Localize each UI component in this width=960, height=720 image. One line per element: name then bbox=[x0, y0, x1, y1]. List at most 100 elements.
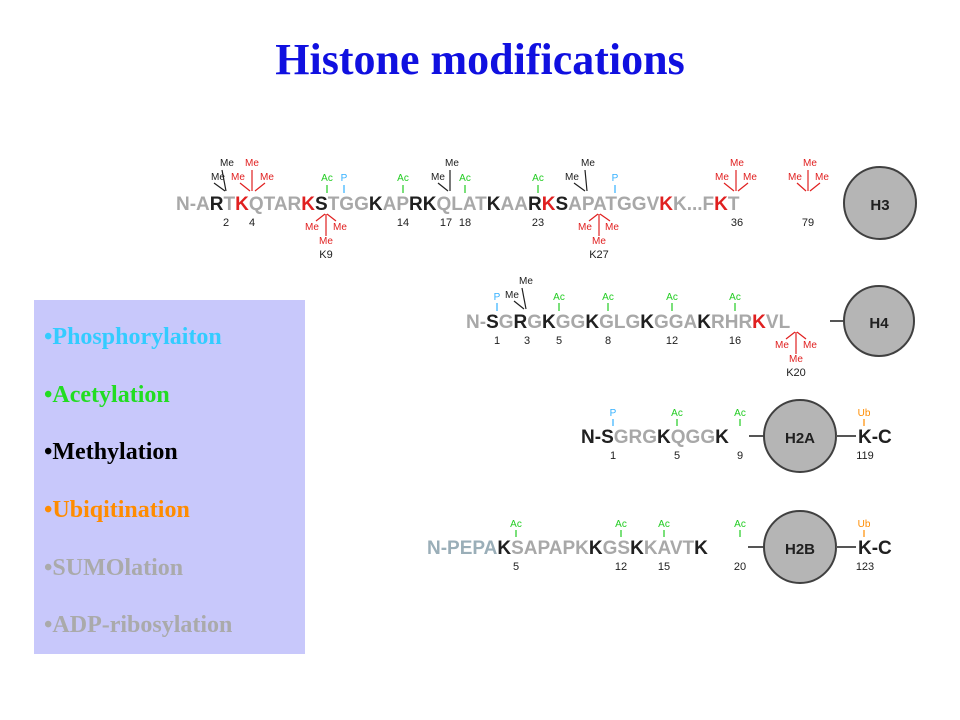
residue-number: 5 bbox=[513, 561, 519, 573]
residue-number: K9 bbox=[319, 249, 332, 261]
residue-number: 36 bbox=[731, 217, 743, 229]
h2b-seg: K bbox=[589, 538, 603, 559]
mod-label: Me bbox=[505, 290, 519, 301]
h3-mod-arrows bbox=[213, 169, 821, 236]
mod-label: Me bbox=[730, 158, 744, 169]
mod-label: P bbox=[610, 408, 617, 419]
h2b-seg: K bbox=[497, 538, 511, 559]
residue-number: 23 bbox=[532, 217, 544, 229]
h2b-seg: K bbox=[694, 538, 708, 559]
mod-label: Me bbox=[519, 276, 533, 287]
mod-label: Me bbox=[445, 158, 459, 169]
legend-item-ubiquitination: •Ubiqitination bbox=[44, 497, 190, 523]
h3-seg: K bbox=[714, 194, 728, 215]
residue-number: 12 bbox=[666, 335, 678, 347]
legend-item-phosphorylation: •Phosphorylaiton bbox=[44, 324, 222, 350]
h4-seg: N- bbox=[466, 312, 486, 333]
h4-seg: K bbox=[585, 312, 599, 333]
residue-number: 3 bbox=[524, 335, 530, 347]
mod-label: Me bbox=[788, 172, 802, 183]
h3-seg: K bbox=[369, 194, 383, 215]
residue-number: K27 bbox=[589, 249, 609, 261]
h2b-seg: GS bbox=[603, 538, 630, 559]
h3-seg: N-A bbox=[176, 194, 210, 215]
h4-seg: R bbox=[514, 312, 528, 333]
h3-tail-sequence: N-ARTKQTARKSTGGKAPRKQLATKAARKSAPATGGVKK.… bbox=[176, 194, 740, 215]
slide-title: Histone modifications bbox=[275, 35, 685, 84]
residue-number: 16 bbox=[729, 335, 741, 347]
h3-seg: T bbox=[224, 194, 236, 215]
h2b-seg: K bbox=[630, 538, 644, 559]
residue-number: 1 bbox=[494, 335, 500, 347]
h2a-seg: K bbox=[657, 427, 671, 448]
mod-label: Ac bbox=[602, 292, 614, 303]
mod-label: Ac bbox=[729, 292, 741, 303]
h3-seg: R bbox=[210, 194, 224, 215]
h4-seg: VL bbox=[766, 312, 791, 333]
h2b-seg: KAVT bbox=[644, 538, 695, 559]
h3-seg: APATGGV bbox=[568, 194, 659, 215]
h2b-c-tail: K-C bbox=[858, 538, 892, 559]
mod-label: Ac bbox=[510, 519, 522, 530]
mod-label: Me bbox=[715, 172, 729, 183]
mod-label: Ub bbox=[858, 408, 871, 419]
mod-label: Me bbox=[220, 158, 234, 169]
residue-number: 17 bbox=[440, 217, 452, 229]
mod-label: P bbox=[612, 173, 619, 184]
h3-seg: QTAR bbox=[249, 194, 302, 215]
h3-lower-labels: Me Me Me Me Me Me bbox=[305, 222, 619, 247]
h2a-seg: N- bbox=[581, 427, 601, 448]
residue-number: 119 bbox=[856, 450, 874, 462]
h3-seg: S bbox=[315, 194, 328, 215]
mod-label: Ac bbox=[397, 173, 409, 184]
h4-row: H4 N-SGRGKGGKGLGKGGAKRHRKVL P Me Me Ac A… bbox=[466, 276, 915, 379]
residue-number: 1 bbox=[610, 450, 616, 462]
residue-number: 20 bbox=[734, 561, 746, 573]
h2b-row: H2B N-PEPAKSAPAPKKGSKKAVTK K-C Ac Ac Ac … bbox=[427, 510, 892, 584]
h2a-seg: S bbox=[601, 427, 614, 448]
h3-seg: K...F bbox=[673, 194, 714, 215]
mod-label: Ac bbox=[734, 519, 746, 530]
h3-seg: S bbox=[555, 194, 568, 215]
h2b-seg: SAPAPK bbox=[511, 538, 589, 559]
h4-seg: K bbox=[640, 312, 654, 333]
mod-label: Ac bbox=[666, 292, 678, 303]
h4-seg: GGA bbox=[654, 312, 698, 333]
mod-label: Ac bbox=[671, 408, 683, 419]
residue-number: K20 bbox=[786, 367, 806, 379]
mod-label: Me bbox=[578, 222, 592, 233]
mod-label: Me bbox=[260, 172, 274, 183]
h3-seg: K bbox=[659, 194, 673, 215]
h2a-mod-arrows bbox=[612, 419, 865, 426]
h4-seg: GLG bbox=[599, 312, 640, 333]
h3-seg: QLAT bbox=[436, 194, 487, 215]
mod-label: Ac bbox=[532, 173, 544, 184]
h4-lower-labels: Me Me Me bbox=[775, 340, 817, 365]
h2b-seg: N-PEPA bbox=[427, 538, 498, 559]
mod-label: Ac bbox=[321, 173, 333, 184]
h3-seg: RK bbox=[409, 194, 437, 215]
legend-item-acetylation: •Acetylation bbox=[44, 382, 170, 408]
residue-number: 5 bbox=[674, 450, 680, 462]
mod-label: Me bbox=[803, 158, 817, 169]
mod-label: Me bbox=[231, 172, 245, 183]
mod-label: Me bbox=[815, 172, 829, 183]
h2a-upper-labels: P Ac Ac Ub bbox=[610, 408, 871, 419]
h3-seg: TGG bbox=[328, 194, 369, 215]
h2a-label: H2A bbox=[785, 430, 815, 447]
h4-seg: G bbox=[499, 312, 514, 333]
residue-number: 12 bbox=[615, 561, 627, 573]
mod-label: Ac bbox=[615, 519, 627, 530]
h3-row: H3 N-ARTKQTARKSTGGKAPRKQLATKAARKSAPATGGV… bbox=[176, 158, 917, 261]
residue-number: 4 bbox=[249, 217, 255, 229]
mod-label: Me bbox=[431, 172, 445, 183]
h2a-row: H2A N-SGRGKQGGK K-C P Ac Ac Ub 1 5 9 119 bbox=[581, 399, 892, 473]
h3-upper-labels: Me Me Me Me Me Ac P Ac Me Me Ac Ac Me Me… bbox=[211, 158, 829, 184]
h3-seg: T bbox=[728, 194, 740, 215]
h4-core-circle bbox=[843, 285, 915, 357]
mod-label: P bbox=[494, 292, 501, 303]
h3-seg: K bbox=[235, 194, 249, 215]
h2b-tail-sequence: N-PEPAKSAPAPKKGSKKAVTK bbox=[427, 538, 708, 559]
residue-number: 5 bbox=[556, 335, 562, 347]
h3-label: H3 bbox=[870, 197, 889, 214]
